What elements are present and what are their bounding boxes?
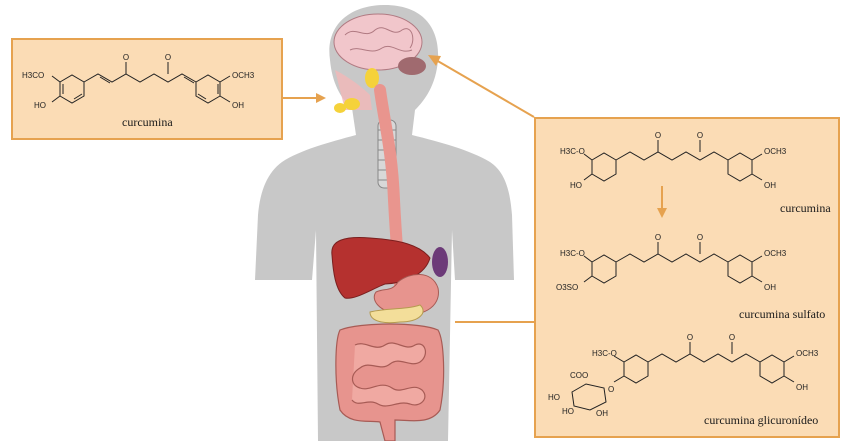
salivary-gland [334,103,346,113]
cerebellum [398,57,426,75]
salivary-gland [344,98,360,110]
left-compound-name: curcumina [122,115,173,130]
metabolites-panel [534,117,840,438]
compound-name-curcumin: curcumina [780,201,831,216]
spleen [432,247,448,277]
arrow-to-brain [428,55,534,117]
compound-name-sulfate: curcumina sulfato [739,307,825,322]
compound-name-glucuronide: curcumina glicuronídeo [704,413,818,428]
arrow-to-mouth [283,93,326,103]
